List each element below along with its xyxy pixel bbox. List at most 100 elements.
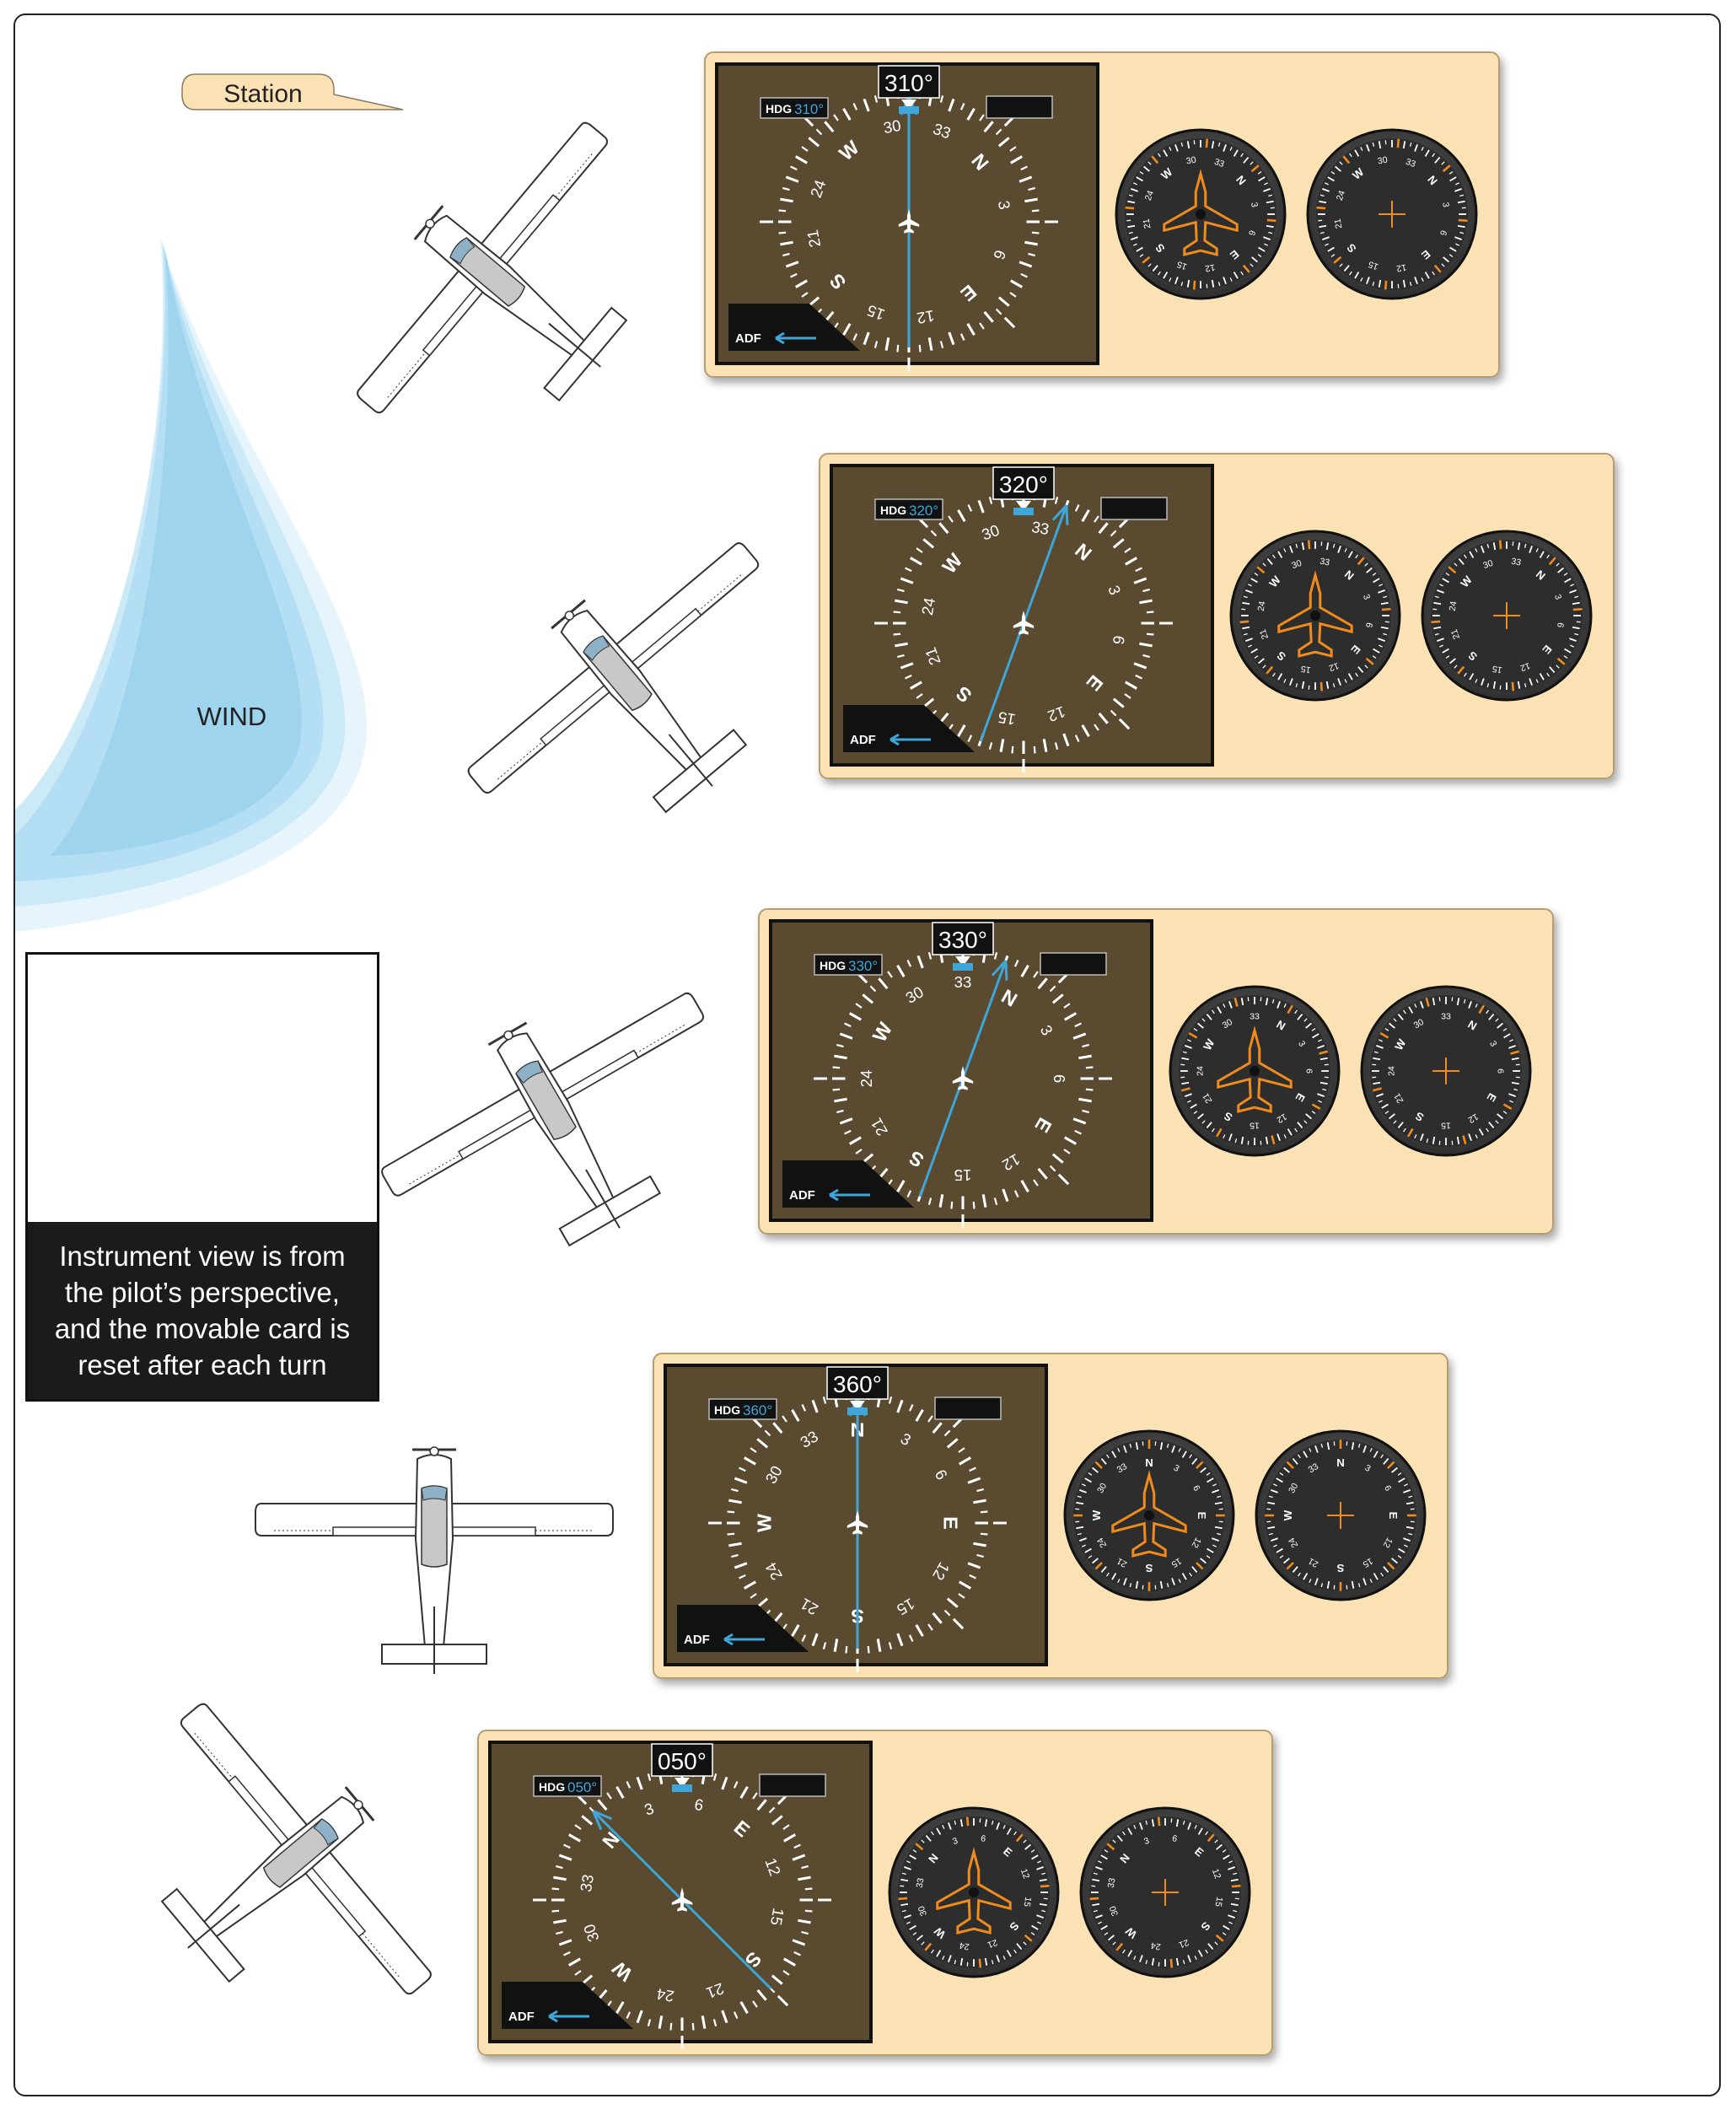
card-tick bbox=[1434, 595, 1439, 599]
card-tick bbox=[822, 1396, 827, 1404]
card-label: 33 bbox=[1030, 518, 1051, 538]
card-tick bbox=[739, 1785, 749, 1799]
card-tick bbox=[1082, 1109, 1090, 1114]
card-orange-tick bbox=[1478, 1004, 1486, 1014]
card-tick bbox=[884, 337, 890, 351]
dial-hub bbox=[969, 1887, 979, 1897]
card-tick bbox=[1146, 632, 1154, 636]
card-tick bbox=[743, 1580, 756, 1590]
card-tick bbox=[1211, 279, 1215, 288]
card-tick bbox=[1074, 504, 1080, 512]
card-tick bbox=[1337, 678, 1341, 686]
card-label: 21 bbox=[1258, 627, 1271, 640]
card-tick bbox=[1305, 1113, 1312, 1120]
card-tick bbox=[701, 2015, 707, 2029]
card-tick bbox=[948, 98, 955, 112]
card-tick bbox=[930, 530, 938, 537]
blank-data-box bbox=[759, 1773, 826, 1797]
card-tick bbox=[1303, 1018, 1308, 1022]
card-orange-tick bbox=[1242, 264, 1250, 273]
card-tick bbox=[1319, 231, 1325, 234]
card-label: 33 bbox=[915, 1877, 927, 1889]
card-tick bbox=[863, 98, 870, 112]
card-tick bbox=[966, 323, 975, 336]
card-tick bbox=[1351, 1442, 1355, 1450]
card-tick bbox=[1051, 1153, 1064, 1164]
card-orange-tick bbox=[1387, 1461, 1395, 1469]
card-tick bbox=[1020, 272, 1028, 278]
card-tick bbox=[1063, 1149, 1071, 1154]
card-tick bbox=[1169, 277, 1172, 283]
card-tick bbox=[895, 599, 908, 605]
card-tick bbox=[1348, 153, 1352, 158]
card-orange-tick bbox=[1448, 566, 1457, 574]
card-tick bbox=[1326, 1442, 1330, 1450]
card-tick bbox=[900, 1902, 909, 1907]
card-tick bbox=[1375, 1045, 1384, 1049]
card-tick bbox=[1319, 1081, 1328, 1085]
card-tick bbox=[984, 1957, 988, 1966]
card-tick bbox=[606, 1792, 612, 1800]
card-label: 21 bbox=[1177, 1937, 1190, 1950]
card-orange-tick bbox=[924, 1942, 932, 1951]
card-tick bbox=[1327, 246, 1335, 252]
station-bubble: Station bbox=[181, 73, 404, 110]
card-tick bbox=[1311, 1111, 1316, 1115]
card-tick bbox=[1041, 1909, 1046, 1913]
card-orange-tick bbox=[978, 1958, 982, 1968]
card-tick bbox=[794, 155, 808, 164]
card-tick bbox=[912, 1849, 917, 1853]
card-tick bbox=[1074, 735, 1080, 742]
card-tick bbox=[1488, 1122, 1495, 1128]
card-orange-tick bbox=[1433, 264, 1442, 273]
card-tick bbox=[1123, 1445, 1127, 1453]
hdg-label: HDG bbox=[539, 1780, 565, 1794]
card-tick bbox=[967, 1477, 981, 1484]
card-tick bbox=[801, 1404, 807, 1412]
heading-readout: 330° bbox=[938, 927, 987, 953]
card-orange-tick bbox=[1502, 1103, 1513, 1111]
card-tick bbox=[995, 308, 1002, 315]
card-tick bbox=[733, 1781, 739, 1789]
card-tick bbox=[1481, 678, 1485, 686]
card-label: 15 bbox=[1441, 1120, 1451, 1130]
card-label: 3 bbox=[1487, 1039, 1498, 1048]
card-tick bbox=[942, 1956, 945, 1961]
card-tick bbox=[1402, 141, 1406, 149]
card-tick bbox=[1441, 161, 1445, 165]
card-tick bbox=[895, 642, 908, 648]
card-tick bbox=[1539, 551, 1545, 558]
card-tick bbox=[727, 1510, 735, 1514]
hsi-bezel-mark bbox=[777, 1994, 789, 2007]
card-label: 12 bbox=[1190, 1536, 1203, 1549]
card-tick bbox=[1250, 648, 1258, 654]
card-tick bbox=[1438, 584, 1443, 587]
adf-inset bbox=[677, 1605, 809, 1652]
card-tick bbox=[730, 1488, 739, 1493]
card-tick bbox=[1357, 666, 1364, 673]
card-tick bbox=[782, 186, 790, 191]
card-tick bbox=[1042, 739, 1048, 752]
card-tick bbox=[997, 137, 1010, 148]
vertical-fin bbox=[548, 322, 601, 368]
vertical-fin bbox=[585, 1169, 621, 1229]
card-tick bbox=[1228, 1860, 1233, 1864]
card-tick bbox=[1267, 1501, 1276, 1505]
adf-arrowhead bbox=[548, 2010, 558, 2023]
aircraft-symbol-icon bbox=[898, 209, 920, 234]
card-tick bbox=[553, 1919, 567, 1924]
card-tick bbox=[1403, 1537, 1411, 1542]
card-tick bbox=[1130, 236, 1138, 240]
card-tick bbox=[973, 1499, 986, 1504]
card-tick bbox=[1495, 1018, 1499, 1022]
card-tick bbox=[1556, 665, 1560, 669]
card-tick bbox=[1223, 277, 1227, 285]
card-tick bbox=[938, 1194, 944, 1208]
card-label: 21 bbox=[1115, 1556, 1129, 1569]
hdg-value: 050° bbox=[567, 1779, 597, 1795]
card-tick bbox=[1272, 1544, 1277, 1547]
card-tick bbox=[908, 1404, 914, 1412]
card-tick bbox=[1020, 1180, 1029, 1193]
